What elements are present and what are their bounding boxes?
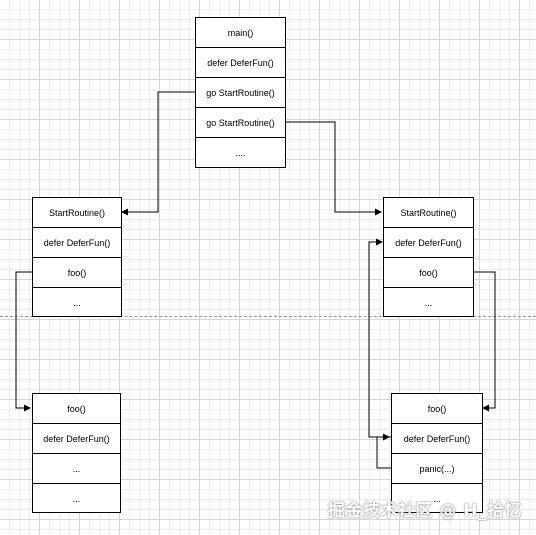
right-foo-row: panic(...) — [392, 454, 482, 484]
left-routine-stack: StartRoutine() defer DeferFun() foo() ..… — [32, 197, 122, 317]
page-break-line — [0, 316, 536, 317]
left-foo-row: defer DeferFun() — [33, 424, 120, 454]
main-stack-title: main() — [196, 18, 285, 48]
arrow-main-to-right-routine — [286, 121, 382, 216]
right-routine-title: StartRoutine() — [384, 198, 473, 228]
main-stack-row: go StartRoutine() — [196, 108, 285, 138]
left-routine-row: foo() — [33, 258, 121, 288]
main-stack-row: go StartRoutine() — [196, 78, 285, 108]
main-stack-row: defer DeferFun() — [196, 48, 285, 78]
right-routine-row: foo() — [384, 258, 473, 288]
right-foo-row: ... — [433, 494, 441, 504]
right-foo-title: foo() — [392, 394, 482, 424]
left-routine-row: ... — [73, 298, 81, 308]
arrow-defer-to-routine-defer — [368, 238, 391, 438]
arrow-left-routine-to-foo — [15, 271, 32, 412]
left-routine-title: StartRoutine() — [33, 198, 121, 228]
right-routine-row: defer DeferFun() — [384, 228, 473, 258]
right-routine-row: ... — [424, 298, 433, 308]
right-foo-stack: foo() defer DeferFun() panic(...) ... — [391, 393, 483, 513]
main-stack-row: .... — [235, 148, 246, 158]
left-foo-stack: foo() defer DeferFun() ... ... — [32, 393, 121, 513]
left-foo-row: ... — [33, 454, 120, 484]
left-foo-title: foo() — [33, 394, 120, 424]
right-routine-stack: StartRoutine() defer DeferFun() foo() ..… — [383, 197, 474, 317]
watermark: 掘金技术社区 @ H_拾忆 — [327, 501, 522, 521]
arrow-right-routine-to-foo — [474, 271, 496, 412]
main-stack: main() defer DeferFun() go StartRoutine(… — [195, 17, 286, 168]
arrow-panic-to-defer — [376, 433, 391, 469]
arrow-main-to-left-routine — [121, 91, 195, 216]
left-routine-row: defer DeferFun() — [33, 228, 121, 258]
left-foo-row: ... — [72, 494, 81, 504]
right-foo-row: defer DeferFun() — [392, 424, 482, 454]
